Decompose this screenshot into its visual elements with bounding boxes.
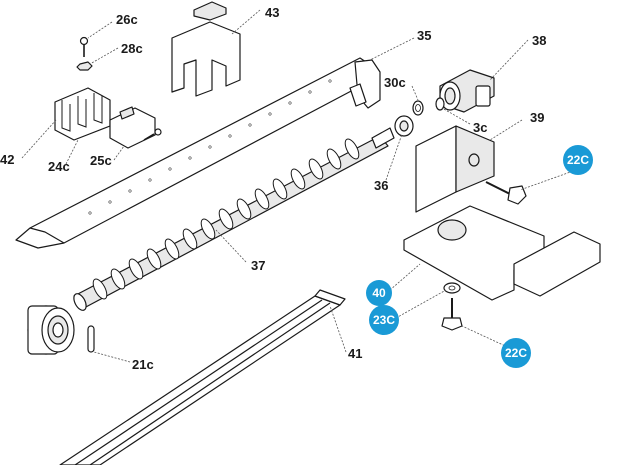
label-39: 39 (530, 110, 544, 125)
svg-text:23C: 23C (373, 313, 395, 327)
svg-text:22C: 22C (567, 153, 589, 167)
clamp-part-38 (439, 69, 495, 113)
angle-bracket-part-39 (415, 125, 495, 213)
label-35: 35 (417, 28, 431, 43)
callout-badge-23c: 23C (369, 305, 399, 335)
callout-badge-22c-top: 22C (563, 145, 593, 175)
callout-badge-22c-bottom: 22C (501, 338, 531, 368)
label-21c: 21c (132, 357, 154, 372)
pin-part-21c (87, 325, 95, 353)
micro-switch-part-25c (109, 106, 156, 149)
label-28c: 28c (121, 41, 143, 56)
bracket-hole-row (88, 79, 332, 215)
switch-housing-part-42 (54, 87, 111, 141)
label-37: 37 (251, 258, 265, 273)
callout-badge-40: 40 (366, 280, 392, 306)
part-labels: 26c 28c 43 35 38 30c 3c 39 42 24c 25c 36… (0, 5, 546, 372)
bolt-part-22c-bottom (441, 298, 463, 331)
svg-text:22C: 22C (505, 346, 527, 360)
ring-part-30c (412, 100, 424, 116)
bolt-part-22c-top (485, 181, 527, 205)
label-24c: 24c (48, 159, 70, 174)
bearing-part (27, 305, 75, 355)
label-25c: 25c (90, 153, 112, 168)
label-38: 38 (532, 33, 546, 48)
screw-part-24c (143, 128, 162, 141)
rail-part-41 (59, 289, 346, 465)
label-30c: 30c (384, 75, 406, 90)
label-42: 42 (0, 152, 14, 167)
carriage-part-43 (171, 1, 241, 97)
plate-part-40 (403, 205, 601, 301)
label-3c: 3c (473, 120, 487, 135)
svg-text:40: 40 (372, 286, 386, 300)
washer-part-23c (443, 282, 461, 294)
bracket-part-35 (15, 57, 381, 249)
screw-part-26c (79, 36, 89, 57)
label-43: 43 (265, 5, 279, 20)
nut-part-28c (76, 61, 93, 71)
leader-lines (21, 9, 577, 363)
ring-part-3c (435, 97, 445, 111)
worm-screw-part-37 (73, 127, 395, 311)
label-41: 41 (348, 346, 362, 361)
washer-part-36 (394, 115, 414, 137)
label-36: 36 (374, 178, 388, 193)
label-26c: 26c (116, 12, 138, 27)
